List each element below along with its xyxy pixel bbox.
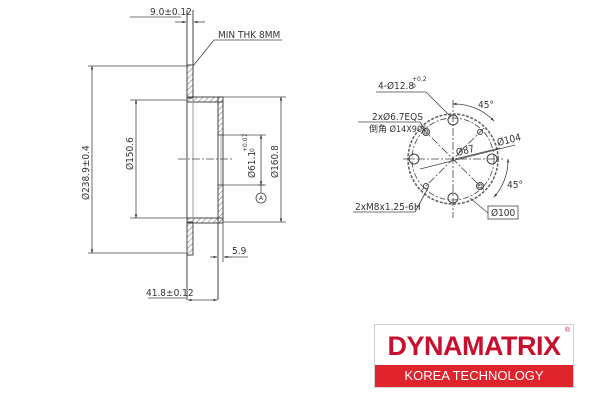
pcd-outer-label: Ø104 [496,131,523,149]
registered-mark: ® [564,327,570,334]
min-thickness-label: MIN THK 8MM [218,30,280,41]
center-bore-label: Ø61.1 [246,151,258,178]
stud-holes-tol-upper: +0.2 [412,76,427,83]
pcd-box [487,205,519,220]
center-bore-tol-lower: 0 [249,148,256,152]
hat-wall-label: 5.9 [232,246,247,257]
thickness-label: 9.0±0.12 [150,7,192,18]
total-height-label: 41.8±0.12 [146,288,194,299]
center-bore-tol-upper: +0.07 [242,133,249,152]
pcd-inner-label: Ø87 [455,143,476,159]
thread-label: 2xM8x1.25-6H [355,202,421,213]
pcd-mid-label: Ø100 [491,207,516,219]
chamfer-label: 倒角 Ø14X90° [369,123,426,135]
angle-bottom-label: 45° [507,180,523,191]
hat-inner-diameter-label: Ø150.6 [124,137,136,170]
stud-holes-label: 4-Ø12.8 [378,80,414,92]
brand-name: DYNAMATRIX [387,331,562,361]
stud-holes-tol-lower: 0 [412,83,416,90]
datum-a-label: A [259,195,264,202]
outer-diameter-label: Ø238.9±0.4 [80,145,92,200]
angle-top-label: 45° [478,100,494,111]
hat-outer-diameter-label: Ø160.8 [269,145,281,178]
brand-tagline: KOREA TECHNOLOGY [375,365,573,387]
front-view [353,91,516,218]
brand-logo: DYNAMATRIX ® KOREA TECHNOLOGY [374,324,574,388]
side-view [88,10,286,302]
pin-holes-label: 2xØ6.7EQS [372,111,423,123]
